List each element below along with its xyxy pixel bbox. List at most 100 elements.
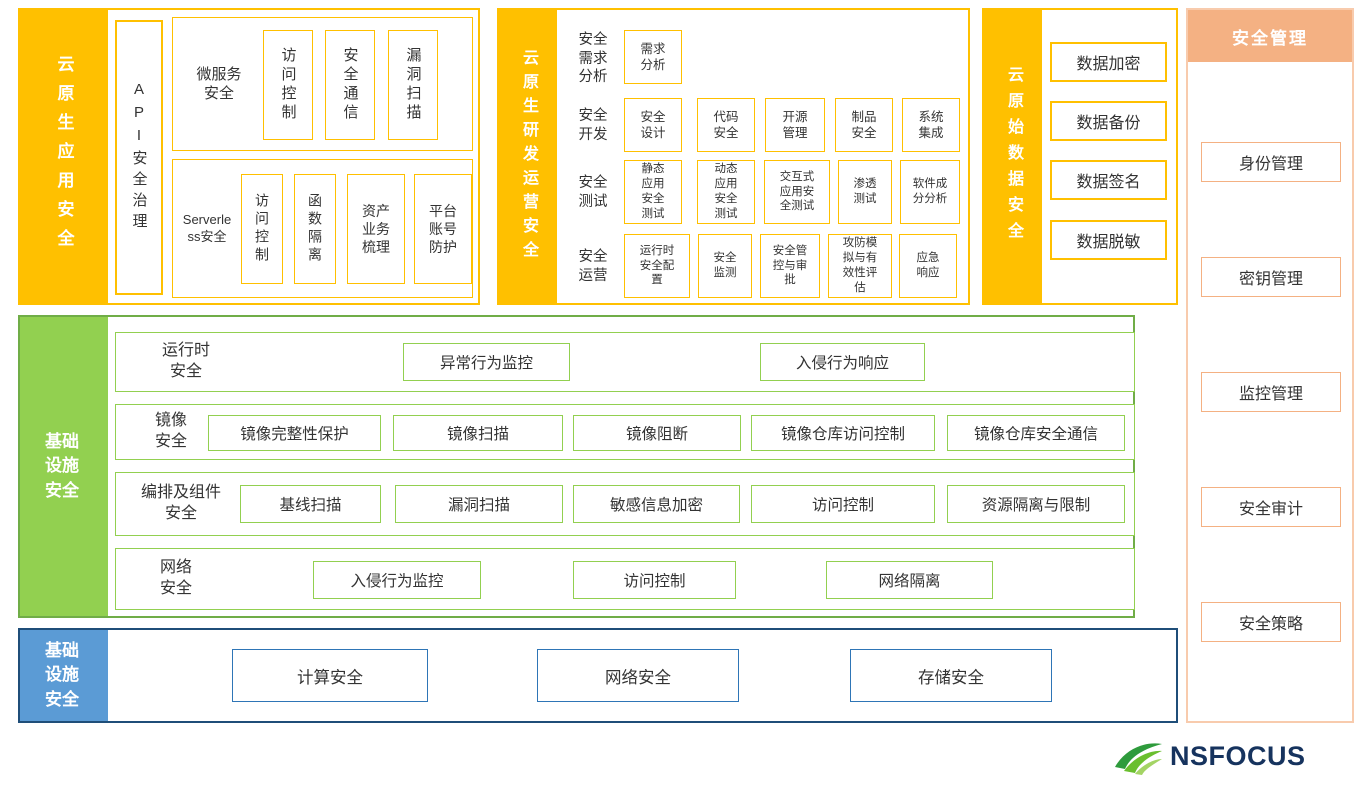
container-item: 漏洞扫描: [395, 485, 563, 523]
devops-item: 代码安全: [697, 98, 755, 152]
microservice-item: 漏洞扫描: [388, 30, 438, 140]
devops-security-block: 云原生研发运营安全 安全需求分析 安全开发 安全测试 安全运营 需求分析 安全设…: [497, 8, 970, 305]
devops-row-label: 安全需求分析: [565, 28, 621, 90]
serverless-group-label-wrap: Serverless安全: [175, 160, 239, 297]
container-item-label: 镜像扫描: [446, 426, 509, 443]
infrastructure-block: 基础设施安全 计算安全 网络安全 存储安全: [18, 628, 1178, 723]
container-item: 镜像完整性保护: [208, 415, 381, 451]
container-item: 镜像仓库安全通信: [947, 415, 1125, 451]
devops-item: 软件成分分析: [900, 160, 960, 224]
devops-item-label: 渗透测试: [853, 178, 877, 205]
devops-item-label: 系统集成: [918, 109, 944, 140]
devops-item: 安全设计: [624, 98, 682, 152]
devops-item-label: 代码安全: [713, 109, 739, 140]
devops-item-label: 应急响应: [916, 252, 940, 279]
app-security-sidebar-label: 云原生应用安全: [54, 55, 74, 258]
container-item: 镜像阻断: [573, 415, 741, 451]
devops-item: 动态应用安全测试: [697, 160, 755, 224]
container-item-label: 镜像仓库访问控制: [780, 426, 905, 443]
devops-item-label: 交互式应用安全测试: [779, 170, 815, 213]
app-security-block: 云原生应用安全 API安全治理 微服务安全 访问控制 安全通信 漏洞扫描 Ser…: [18, 8, 480, 305]
devops-item: 安全管控与审批: [760, 234, 820, 298]
devops-item: 渗透测试: [838, 160, 892, 224]
devops-item-label: 安全管控与审批: [772, 244, 808, 287]
management-item: 安全审计: [1201, 487, 1341, 527]
microservice-item-label: 漏洞扫描: [404, 47, 422, 123]
serverless-item-label: 函数隔离: [307, 193, 323, 265]
devops-row-label-text: 安全运营: [578, 249, 608, 284]
data-security-item-label: 数据签名: [1076, 174, 1141, 191]
devops-item: 应急响应: [899, 234, 957, 298]
container-item-label: 资源隔离与限制: [981, 497, 1091, 514]
container-item: 镜像扫描: [393, 415, 563, 451]
container-item: 入侵行为响应: [760, 343, 925, 381]
container-security-sidebar: 基础设施安全: [20, 317, 108, 616]
data-security-item: 数据签名: [1050, 160, 1167, 200]
data-security-item-label: 数据备份: [1076, 115, 1141, 132]
serverless-item-label: 资产业务梳理: [362, 202, 390, 256]
container-row-label: 镜像安全: [154, 412, 187, 450]
devops-item-label: 动态应用安全测试: [714, 163, 738, 220]
devops-item: 制品安全: [835, 98, 893, 152]
data-security-sidebar: 云原始数据安全: [984, 10, 1042, 303]
container-item-label: 基线扫描: [279, 497, 342, 514]
management-item-label: 安全策略: [1238, 616, 1303, 633]
container-row-label-wrap: 运行时安全: [126, 333, 246, 391]
devops-row-label: 安全测试: [565, 162, 621, 224]
devops-item: 静态应用安全测试: [624, 160, 682, 224]
security-management-title: 安全管理: [1232, 28, 1308, 48]
data-security-item-label: 数据加密: [1076, 56, 1141, 73]
data-security-item-label: 数据脱敏: [1076, 234, 1141, 251]
container-row-label-wrap: 网络安全: [126, 549, 226, 609]
container-item-label: 漏洞扫描: [447, 497, 510, 514]
devops-item-label: 静态应用安全测试: [641, 163, 665, 220]
container-item-label: 镜像仓库安全通信: [973, 426, 1098, 443]
devops-item: 开源管理: [765, 98, 825, 152]
management-item-label: 安全审计: [1238, 501, 1303, 518]
management-item-label: 密钥管理: [1238, 271, 1303, 288]
serverless-item: 平台账号防护: [414, 174, 472, 284]
devops-item: 交互式应用安全测试: [764, 160, 830, 224]
microservice-group-label-wrap: 微服务安全: [177, 18, 261, 150]
devops-item-label: 开源管理: [782, 109, 808, 140]
infrastructure-sidebar: 基础设施安全: [20, 630, 108, 721]
devops-item-label: 安全设计: [640, 109, 666, 140]
devops-row-label: 安全运营: [565, 236, 621, 298]
data-security-item: 数据加密: [1050, 42, 1167, 82]
serverless-item: 函数隔离: [294, 174, 336, 284]
serverless-group: Serverless安全 访问控制 函数隔离 资产业务梳理 平台账号防护: [172, 159, 473, 298]
devops-security-sidebar-label: 云原生研发运营安全: [520, 48, 537, 265]
microservice-group-label: 微服务安全: [196, 65, 242, 103]
container-item: 异常行为监控: [403, 343, 570, 381]
devops-security-sidebar: 云原生研发运营安全: [499, 10, 557, 303]
security-management-panel: 安全管理 身份管理 密钥管理 监控管理 安全审计 安全策略: [1186, 8, 1354, 723]
devops-item-label: 安全监测: [713, 252, 737, 279]
container-item: 基线扫描: [240, 485, 381, 523]
nsfocus-swoosh-icon: [1112, 736, 1164, 776]
devops-item-label: 运行时安全配置: [639, 244, 675, 287]
container-item-label: 访问控制: [811, 497, 874, 514]
container-item: 网络隔离: [826, 561, 993, 599]
data-security-sidebar-label: 云原始数据安全: [1005, 65, 1022, 248]
microservice-item-label: 安全通信: [341, 47, 359, 123]
devops-item-label: 攻防模拟与有效性评估: [842, 237, 878, 294]
serverless-item: 访问控制: [241, 174, 283, 284]
serverless-item-label: 平台账号防护: [429, 202, 457, 256]
nsfocus-wordmark: NSFOCUS: [1170, 740, 1306, 771]
serverless-item-label: 访问控制: [254, 193, 270, 265]
security-management-header: 安全管理: [1188, 10, 1352, 62]
devops-row-label-text: 安全开发: [578, 108, 608, 143]
devops-row-label-text: 安全需求分析: [578, 31, 608, 86]
container-item-label: 异常行为监控: [439, 355, 533, 372]
container-security-sidebar-label: 基础设施安全: [45, 431, 79, 500]
container-item: 访问控制: [573, 561, 736, 599]
container-security-block: 基础设施安全 运行时安全 异常行为监控 入侵行为响应 镜像安全 镜像完整性保护 …: [18, 315, 1135, 618]
serverless-group-label: Serverless安全: [182, 211, 232, 244]
management-item: 身份管理: [1201, 142, 1341, 182]
container-row-orchestration: 编排及组件安全 基线扫描 漏洞扫描 敏感信息加密 访问控制 资源隔离与限制: [115, 472, 1135, 536]
devops-item: 安全监测: [698, 234, 752, 298]
devops-item-label: 需求分析: [640, 41, 666, 72]
devops-item: 系统集成: [902, 98, 960, 152]
infrastructure-item: 计算安全: [232, 649, 428, 702]
